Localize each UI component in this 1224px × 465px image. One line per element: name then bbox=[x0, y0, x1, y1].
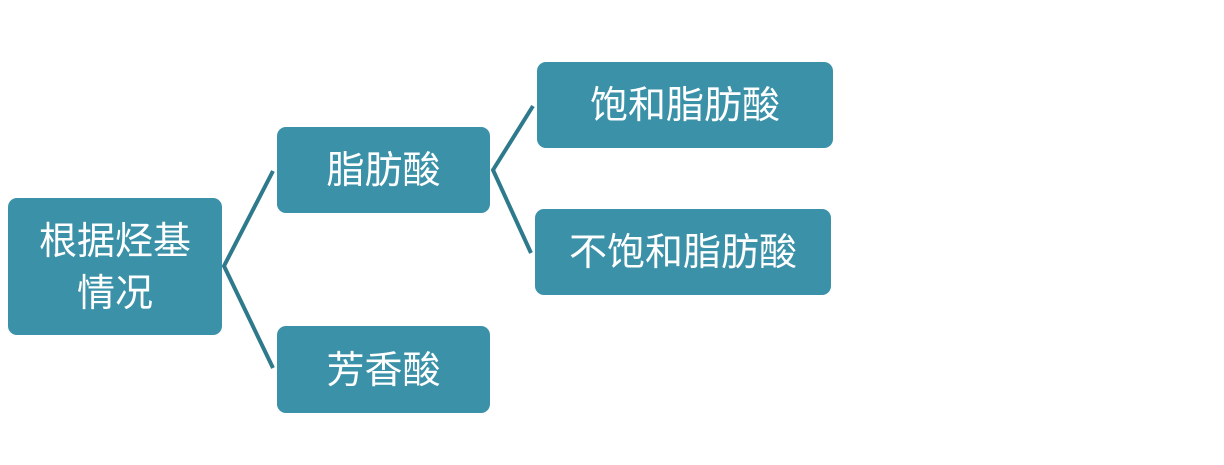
node-aromatic-acid: 芳香酸 bbox=[277, 326, 490, 413]
node-label: 脂肪酸 bbox=[326, 148, 441, 192]
node-label: 芳香酸 bbox=[326, 347, 441, 392]
node-label: 饱和脂肪酸 bbox=[589, 83, 780, 127]
node-label: 不饱和脂肪酸 bbox=[568, 230, 797, 274]
connector-root-to-children bbox=[221, 170, 275, 369]
node-root-line2: 情况 bbox=[76, 270, 153, 315]
node-fatty-acid: 脂肪酸 bbox=[277, 127, 490, 213]
node-saturated-fatty-acid: 饱和脂肪酸 bbox=[537, 62, 833, 148]
node-root-line1: 根据烃基 bbox=[38, 218, 191, 263]
connector-fatty-acid-to-children bbox=[490, 104, 535, 254]
node-root: 根据烃基 情况 bbox=[8, 198, 222, 335]
node-unsaturated-fatty-acid: 不饱和脂肪酸 bbox=[535, 209, 831, 295]
